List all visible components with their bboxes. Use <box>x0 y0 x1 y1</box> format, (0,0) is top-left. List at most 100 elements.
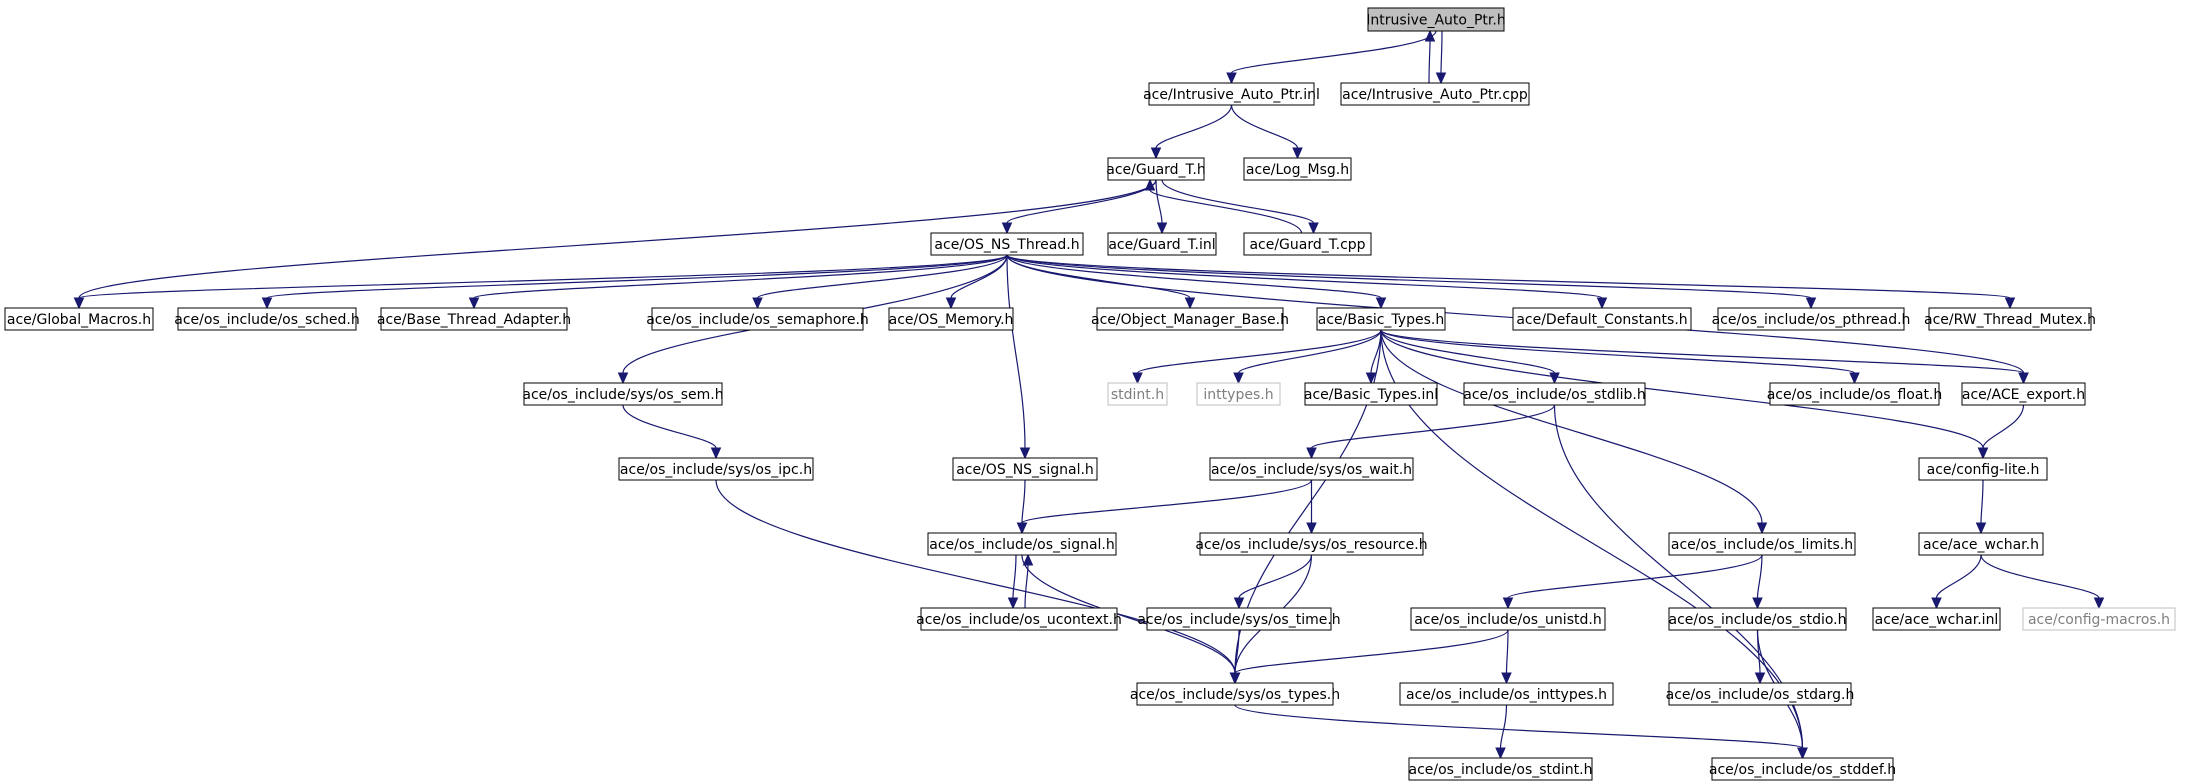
node-box <box>1769 382 1940 406</box>
node-label: Intrusive_Auto_Ptr.h <box>1366 13 1505 29</box>
node-os-semaphore: ace/os_include/os_semaphore.h <box>646 307 869 331</box>
edge-arrowhead <box>1752 597 1763 610</box>
edge-os-unistd-to-os-inttypes <box>1501 629 1512 685</box>
edge-line <box>715 479 1236 674</box>
node-box <box>1107 232 1217 256</box>
edge-ap-inl-to-log-msg <box>1230 104 1303 160</box>
edge-arrowhead <box>1754 672 1766 685</box>
edge-line <box>1440 30 1443 74</box>
edge-line <box>1428 40 1431 84</box>
node-box <box>1148 82 1315 106</box>
edge-os-limits-to-os-unistd <box>1502 554 1763 610</box>
edge-line <box>1380 329 1763 524</box>
node-box <box>1146 607 1332 631</box>
node-inttypes-h: inttypes.h <box>1196 382 1281 406</box>
node-label: ace/ace_wchar.inl <box>1875 612 1999 628</box>
node-os-inttypes: ace/os_include/os_inttypes.h <box>1399 682 1614 706</box>
edge-os-thread-to-base-thread <box>468 254 1008 310</box>
edge-line <box>1006 254 1026 449</box>
node-label: ace/os_include/sys/os_types.h <box>1130 687 1340 703</box>
edge-sys-types-to-os-stddef <box>1234 704 1808 760</box>
edge-line <box>1234 704 1804 749</box>
node-box <box>952 457 1098 481</box>
node-box <box>930 232 1084 256</box>
node-guard-cpp: ace/Guard_T.cpp <box>1243 232 1372 256</box>
edge-arrowhead <box>1502 597 1514 610</box>
edge-sys-wait-to-sys-resource <box>1306 480 1317 535</box>
node-log-msg: ace/Log_Msg.h <box>1243 157 1352 181</box>
node-box <box>1872 607 2001 631</box>
node-label: ace/Intrusive_Auto_Ptr.cpp <box>1342 87 1528 103</box>
node-label: ace/Object_Manager_Base.h <box>1091 312 1289 328</box>
edge-arrowhead <box>1805 297 1817 310</box>
edge-arrowhead <box>1308 222 1319 235</box>
edge-arrowhead <box>1150 147 1162 160</box>
node-config-macros: ace/config-macros.h <box>2022 607 2176 631</box>
edge-arrowhead <box>1007 597 1019 610</box>
node-box <box>1196 382 1281 406</box>
node-os-stdint: ace/os_include/os_stdint.h <box>1408 757 1593 781</box>
edge-line <box>1155 104 1233 149</box>
node-box <box>1304 382 1438 406</box>
node-os-float: ace/os_include/os_float.h <box>1767 382 1942 406</box>
edge-arrowhead <box>1797 747 1808 760</box>
node-sys-wait: ace/os_include/sys/os_wait.h <box>1209 457 1414 481</box>
node-box <box>1107 157 1205 181</box>
node-box <box>1410 607 1606 631</box>
edge-os-inttypes-to-os-stdint <box>1495 704 1508 760</box>
node-box <box>1367 7 1505 32</box>
node-sys-sem: ace/os_include/sys/os_sem.h <box>522 382 724 406</box>
node-label: ace/os_include/os_unistd.h <box>1414 612 1601 628</box>
edge-ace-export-to-config-lite <box>1977 404 2025 460</box>
edge-os-ucontext-to-os-signal <box>1022 553 1034 609</box>
node-box <box>888 307 1014 331</box>
edge-ap-inl-to-guard-h <box>1150 104 1233 160</box>
edge-guard-cpp-to-guard-h <box>1144 178 1303 234</box>
edge-os-stdlib-to-sys-wait <box>1306 404 1556 460</box>
edge-line <box>1756 554 1763 599</box>
node-box <box>1463 382 1646 406</box>
node-box <box>1918 532 2044 556</box>
edge-os-thread-to-os-pthread <box>1006 254 1817 310</box>
edge-root-to-ap-cpp <box>1435 30 1447 85</box>
node-box <box>618 457 814 481</box>
edge-arrowhead <box>1022 553 1034 566</box>
edge-ap-cpp-to-root <box>1424 29 1436 84</box>
node-label: ace/os_include/os_stdarg.h <box>1666 687 1855 703</box>
edge-os-unistd-to-sys-types <box>1229 629 1509 685</box>
node-label: ace/Base_Thread_Adapter.h <box>377 312 571 328</box>
edge-os-limits-to-os-stdio <box>1752 554 1763 610</box>
node-box <box>1928 307 2092 331</box>
edge-basic-types-to-os-limits <box>1380 329 1768 535</box>
node-box <box>1918 457 2048 481</box>
node-basic-inl: ace/Basic_Types.inl <box>1304 382 1438 406</box>
edge-arrowhead <box>261 297 273 310</box>
node-label: ace/Guard_T.h <box>1106 162 1206 178</box>
edge-arrowhead <box>1977 447 1989 460</box>
node-box <box>1399 682 1614 706</box>
node-label: ace/ACE_export.h <box>1962 387 2085 403</box>
edge-line <box>1006 179 1157 224</box>
node-label: ace/OS_Memory.h <box>889 312 1014 328</box>
node-box <box>2022 607 2176 631</box>
edge-sys-ipc-to-sys-types <box>715 479 1241 685</box>
edge-arrowhead <box>1144 178 1156 191</box>
edge-arrowhead <box>468 297 480 310</box>
edge-line <box>1935 554 1982 599</box>
node-label: ace/os_include/sys/os_sem.h <box>522 387 723 403</box>
edge-arrowhead <box>1424 29 1436 42</box>
edge-guard-h-to-guard-cpp <box>1161 179 1319 235</box>
node-label: ace/os_include/os_stdio.h <box>1669 612 1847 628</box>
edge-arrowhead <box>1306 522 1317 535</box>
node-basic-types: ace/Basic_Types.h <box>1316 307 1446 331</box>
edge-line <box>1012 554 1017 599</box>
node-box <box>1717 307 1905 331</box>
node-guard-inl: ace/Guard_T.inl <box>1107 232 1217 256</box>
edge-ace-wchar-to-config-macros <box>1980 554 2105 610</box>
edge-arrowhead <box>1596 297 1608 310</box>
node-label: ace/config-lite.h <box>1927 462 2040 478</box>
edge-line <box>1021 479 1313 524</box>
edge-line <box>78 179 1157 299</box>
edge-line <box>1230 104 1299 149</box>
